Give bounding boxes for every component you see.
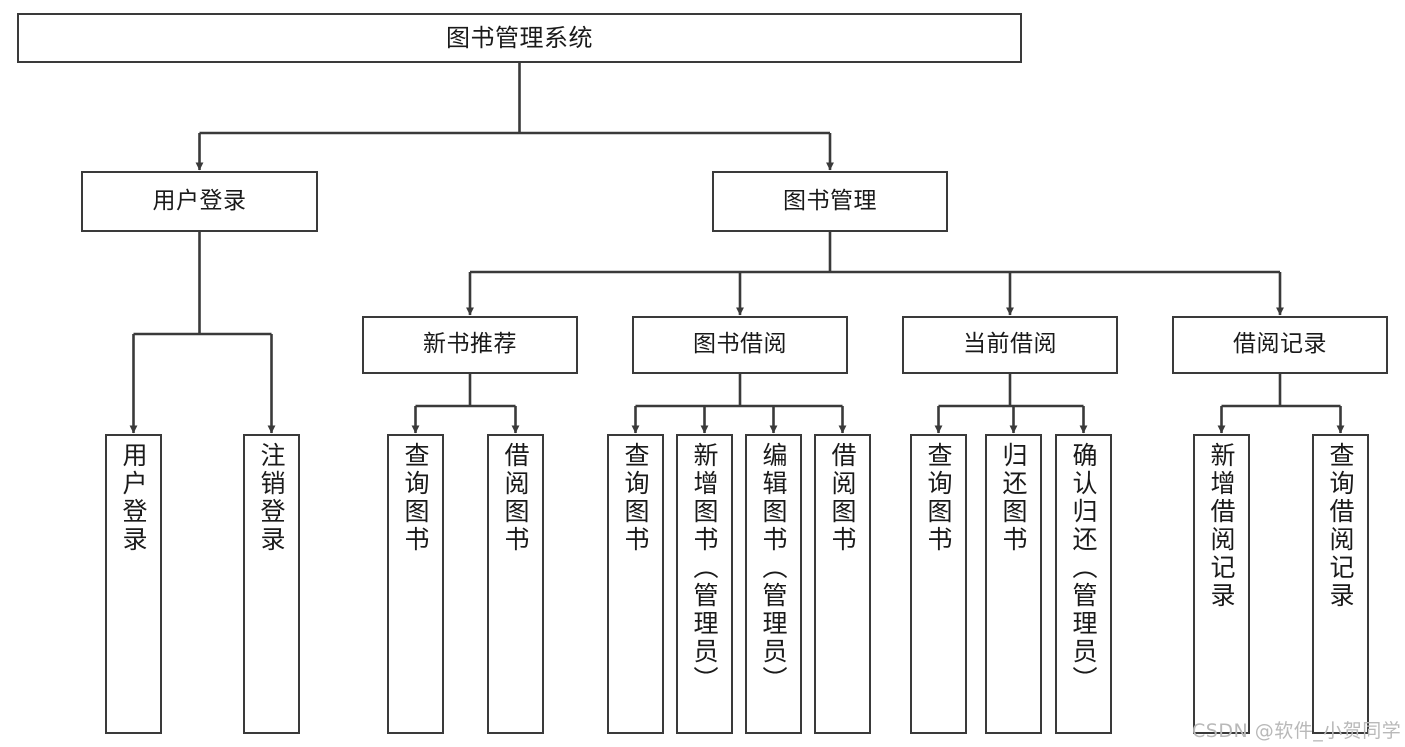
node-leaf-confirm-return[interactable]: 确认归还（管理员） <box>1055 434 1112 734</box>
node-label: 查询借阅记录 <box>1326 442 1355 610</box>
node-leaf-user-logout[interactable]: 注销登录 <box>243 434 300 734</box>
edge-group <box>129 63 1345 434</box>
node-label: 图书管理系统 <box>446 23 593 52</box>
node-label: 新增图书（管理员） <box>690 442 719 694</box>
node-book-borrow[interactable]: 图书借阅 <box>632 316 848 374</box>
node-label: 查询图书 <box>621 442 650 554</box>
node-label: 注销登录 <box>257 442 286 554</box>
node-label: 当前借阅 <box>963 331 1057 358</box>
node-label: 确认归还（管理员） <box>1069 442 1098 694</box>
node-new-book-rec[interactable]: 新书推荐 <box>362 316 578 374</box>
node-leaf-user-login[interactable]: 用户登录 <box>105 434 162 734</box>
node-root[interactable]: 图书管理系统 <box>17 13 1022 63</box>
node-leaf-add-record[interactable]: 新增借阅记录 <box>1193 434 1250 734</box>
node-label: 查询图书 <box>401 442 430 554</box>
node-label: 图书借阅 <box>693 331 787 358</box>
node-leaf-query-book-2[interactable]: 查询图书 <box>607 434 664 734</box>
node-user-login[interactable]: 用户登录 <box>81 171 318 232</box>
node-leaf-edit-book[interactable]: 编辑图书（管理员） <box>745 434 802 734</box>
node-leaf-borrow-book-1[interactable]: 借阅图书 <box>487 434 544 734</box>
node-leaf-borrow-book-2[interactable]: 借阅图书 <box>814 434 871 734</box>
node-label: 查询图书 <box>924 442 953 554</box>
node-label: 新书推荐 <box>423 331 517 358</box>
node-borrow-record[interactable]: 借阅记录 <box>1172 316 1388 374</box>
node-label: 归还图书 <box>999 442 1028 554</box>
node-book-manage[interactable]: 图书管理 <box>712 171 948 232</box>
node-label: 新增借阅记录 <box>1207 442 1236 610</box>
node-label: 图书管理 <box>783 187 877 214</box>
node-label: 借阅记录 <box>1233 331 1327 358</box>
node-leaf-return-book[interactable]: 归还图书 <box>985 434 1042 734</box>
node-leaf-add-book[interactable]: 新增图书（管理员） <box>676 434 733 734</box>
node-label: 编辑图书（管理员） <box>759 442 788 694</box>
node-label: 用户登录 <box>152 187 247 214</box>
node-leaf-query-book-3[interactable]: 查询图书 <box>910 434 967 734</box>
watermark-label: CSDN @软件_小贺同学 <box>1192 720 1402 742</box>
node-label: 借阅图书 <box>828 442 857 554</box>
node-label: 借阅图书 <box>501 442 530 554</box>
node-leaf-query-record[interactable]: 查询借阅记录 <box>1312 434 1369 734</box>
node-label: 用户登录 <box>119 442 148 554</box>
node-leaf-query-book-1[interactable]: 查询图书 <box>387 434 444 734</box>
node-current-borrow[interactable]: 当前借阅 <box>902 316 1118 374</box>
